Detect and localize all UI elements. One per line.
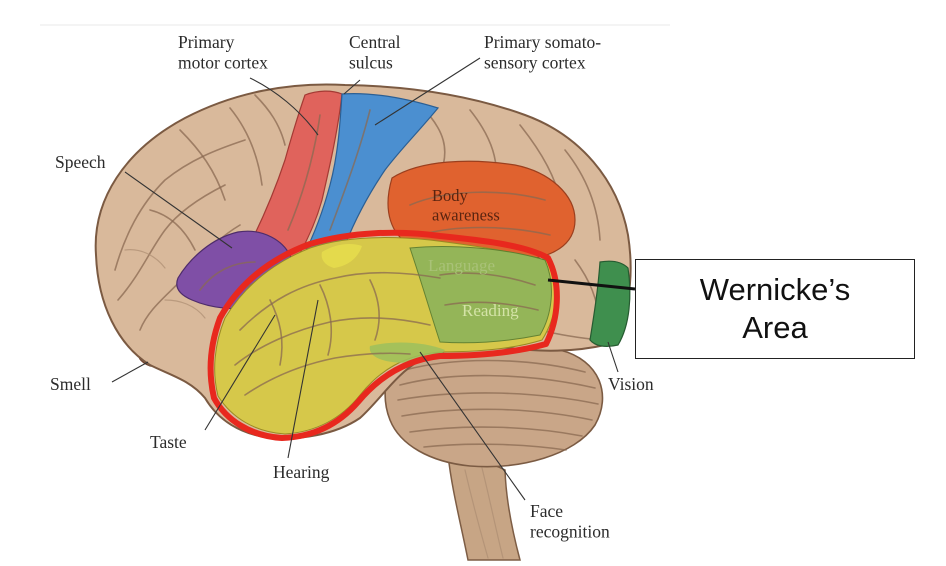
label-line: sensory cortex bbox=[484, 53, 586, 73]
leader-speech bbox=[124, 171, 233, 249]
leader-central-sulcus bbox=[343, 79, 361, 95]
leader-smell bbox=[111, 361, 149, 383]
leader-vision bbox=[607, 341, 619, 373]
leader-hearing bbox=[287, 299, 319, 459]
label-hearing: Hearing bbox=[273, 462, 330, 482]
label-taste: Taste bbox=[150, 432, 187, 452]
leader-wernickes-area bbox=[547, 278, 636, 291]
label-line: Body bbox=[432, 186, 469, 205]
leader-primary-motor-cortex bbox=[249, 77, 319, 136]
label-line: Central bbox=[349, 32, 401, 52]
label-language: Language bbox=[428, 256, 495, 275]
label-vision: Vision bbox=[608, 374, 654, 394]
label-line: motor cortex bbox=[178, 53, 268, 73]
label-line: Primary bbox=[178, 32, 235, 52]
label-speech: Speech bbox=[55, 152, 106, 172]
speech-hearing-overlap bbox=[321, 244, 362, 268]
leader-face-recognition bbox=[419, 351, 526, 501]
label-line: recognition bbox=[530, 522, 610, 542]
label-line: awareness bbox=[432, 205, 500, 224]
language-reading-region bbox=[409, 246, 552, 344]
wernickes-area-callout: Wernicke’s Area bbox=[635, 259, 915, 359]
leader-taste bbox=[204, 314, 276, 431]
leader-primary-somatosensory bbox=[374, 57, 481, 126]
wernickes-area-callout-text: Wernicke’s Area bbox=[699, 272, 851, 345]
label-reading: Reading bbox=[462, 301, 519, 320]
label-line: Primary somato- bbox=[484, 32, 601, 52]
vision-region bbox=[589, 260, 631, 347]
label-smell: Smell bbox=[50, 374, 91, 394]
label-primary-somatosensory-cortex: Primary somato-sensory cortex bbox=[484, 32, 601, 73]
label-line: Face bbox=[530, 501, 563, 521]
wernickes-area-outline bbox=[207, 229, 560, 441]
label-line: sulcus bbox=[349, 53, 393, 73]
